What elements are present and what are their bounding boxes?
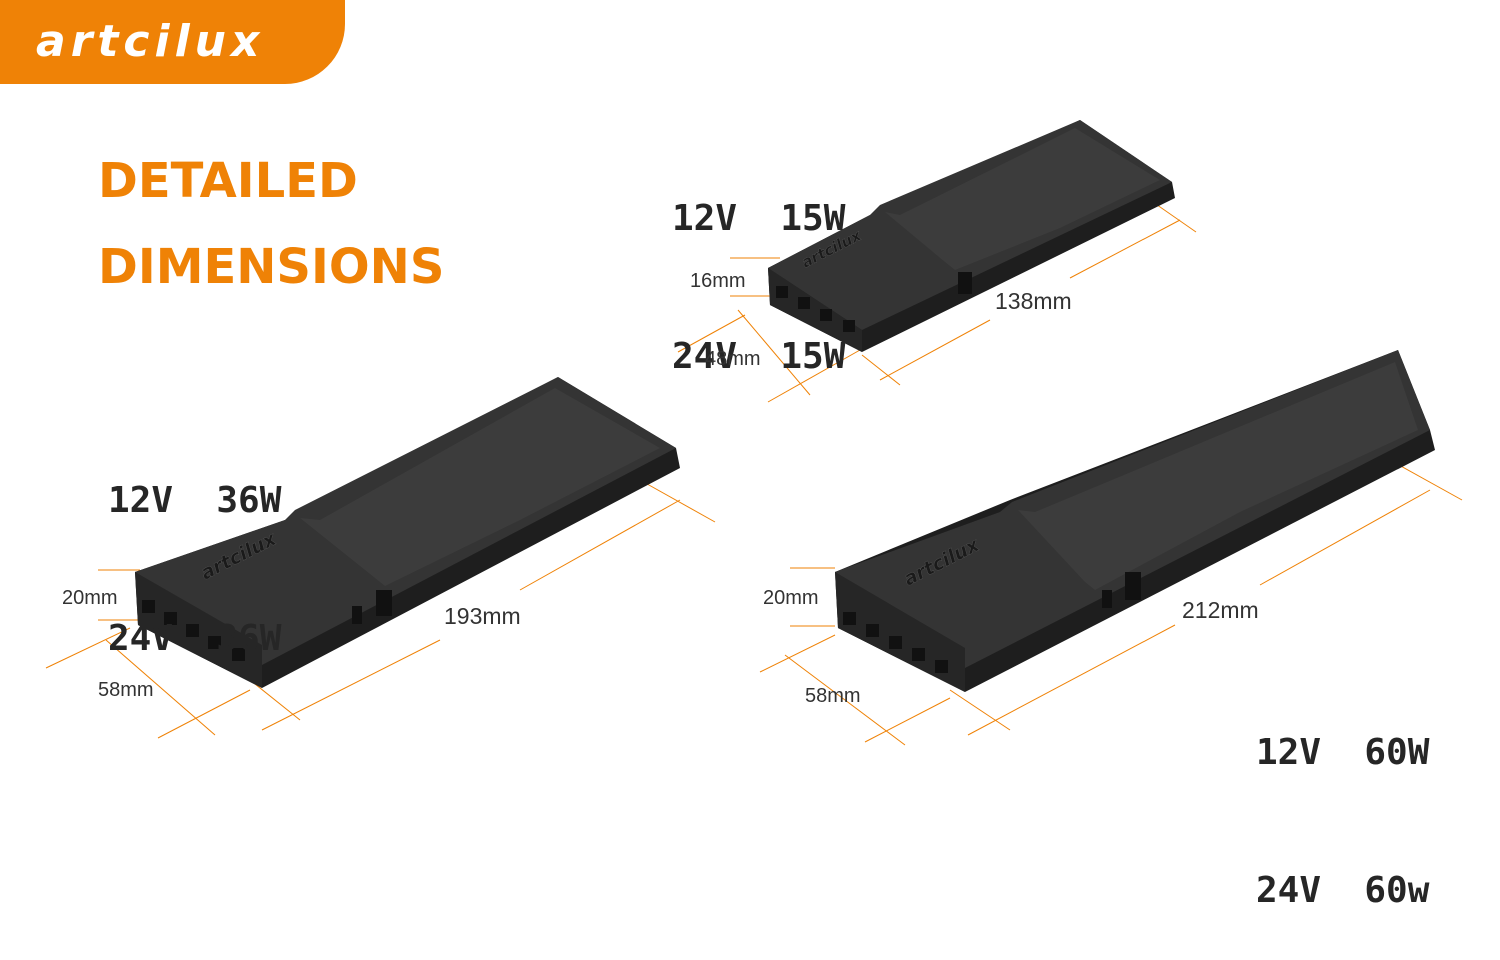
spec-line: 12V 36W (108, 480, 282, 521)
brand-logo: artcilux (36, 16, 265, 67)
width-label-large: 58mm (805, 685, 861, 707)
headline-line-1: DETAILED (98, 153, 358, 209)
brand-banner: artcilux (0, 0, 345, 84)
headline-line-2: DIMENSIONS (98, 239, 445, 295)
spec-block-large: 12V 60W 24V 60w (1256, 638, 1429, 960)
height-label-small: 16mm (690, 270, 746, 292)
spec-line: 24V 36W (108, 618, 282, 659)
width-label-small: 48mm (705, 348, 761, 370)
length-label-small: 138mm (995, 288, 1072, 314)
dimension-lines-medium (45, 479, 716, 739)
spec-line: 12V 60W (1256, 732, 1430, 773)
power-supply-medium: artcilux (45, 377, 716, 739)
height-label-large: 20mm (763, 587, 819, 609)
spec-line: 12V 15W (672, 198, 846, 239)
length-label-large: 212mm (1182, 597, 1259, 623)
spec-block-small: 12V 15W 24V 15W (672, 104, 845, 426)
spec-line: 24V 60w (1256, 870, 1430, 911)
dimension-lines-large (759, 459, 1463, 746)
spec-line: 24V 15W (672, 336, 846, 377)
width-label-medium: 58mm (98, 679, 154, 701)
power-supply-large: artcilux (759, 350, 1463, 746)
height-label-medium: 20mm (62, 587, 118, 609)
length-label-medium: 193mm (444, 603, 521, 629)
power-supply-small: artcilux (677, 120, 1197, 403)
spec-block-medium: 12V 36W 24V 36W (108, 386, 281, 708)
product-illustrations: artcilux artcilux (45, 120, 1463, 746)
page-headline: DETAILED DIMENSIONS (98, 138, 444, 310)
